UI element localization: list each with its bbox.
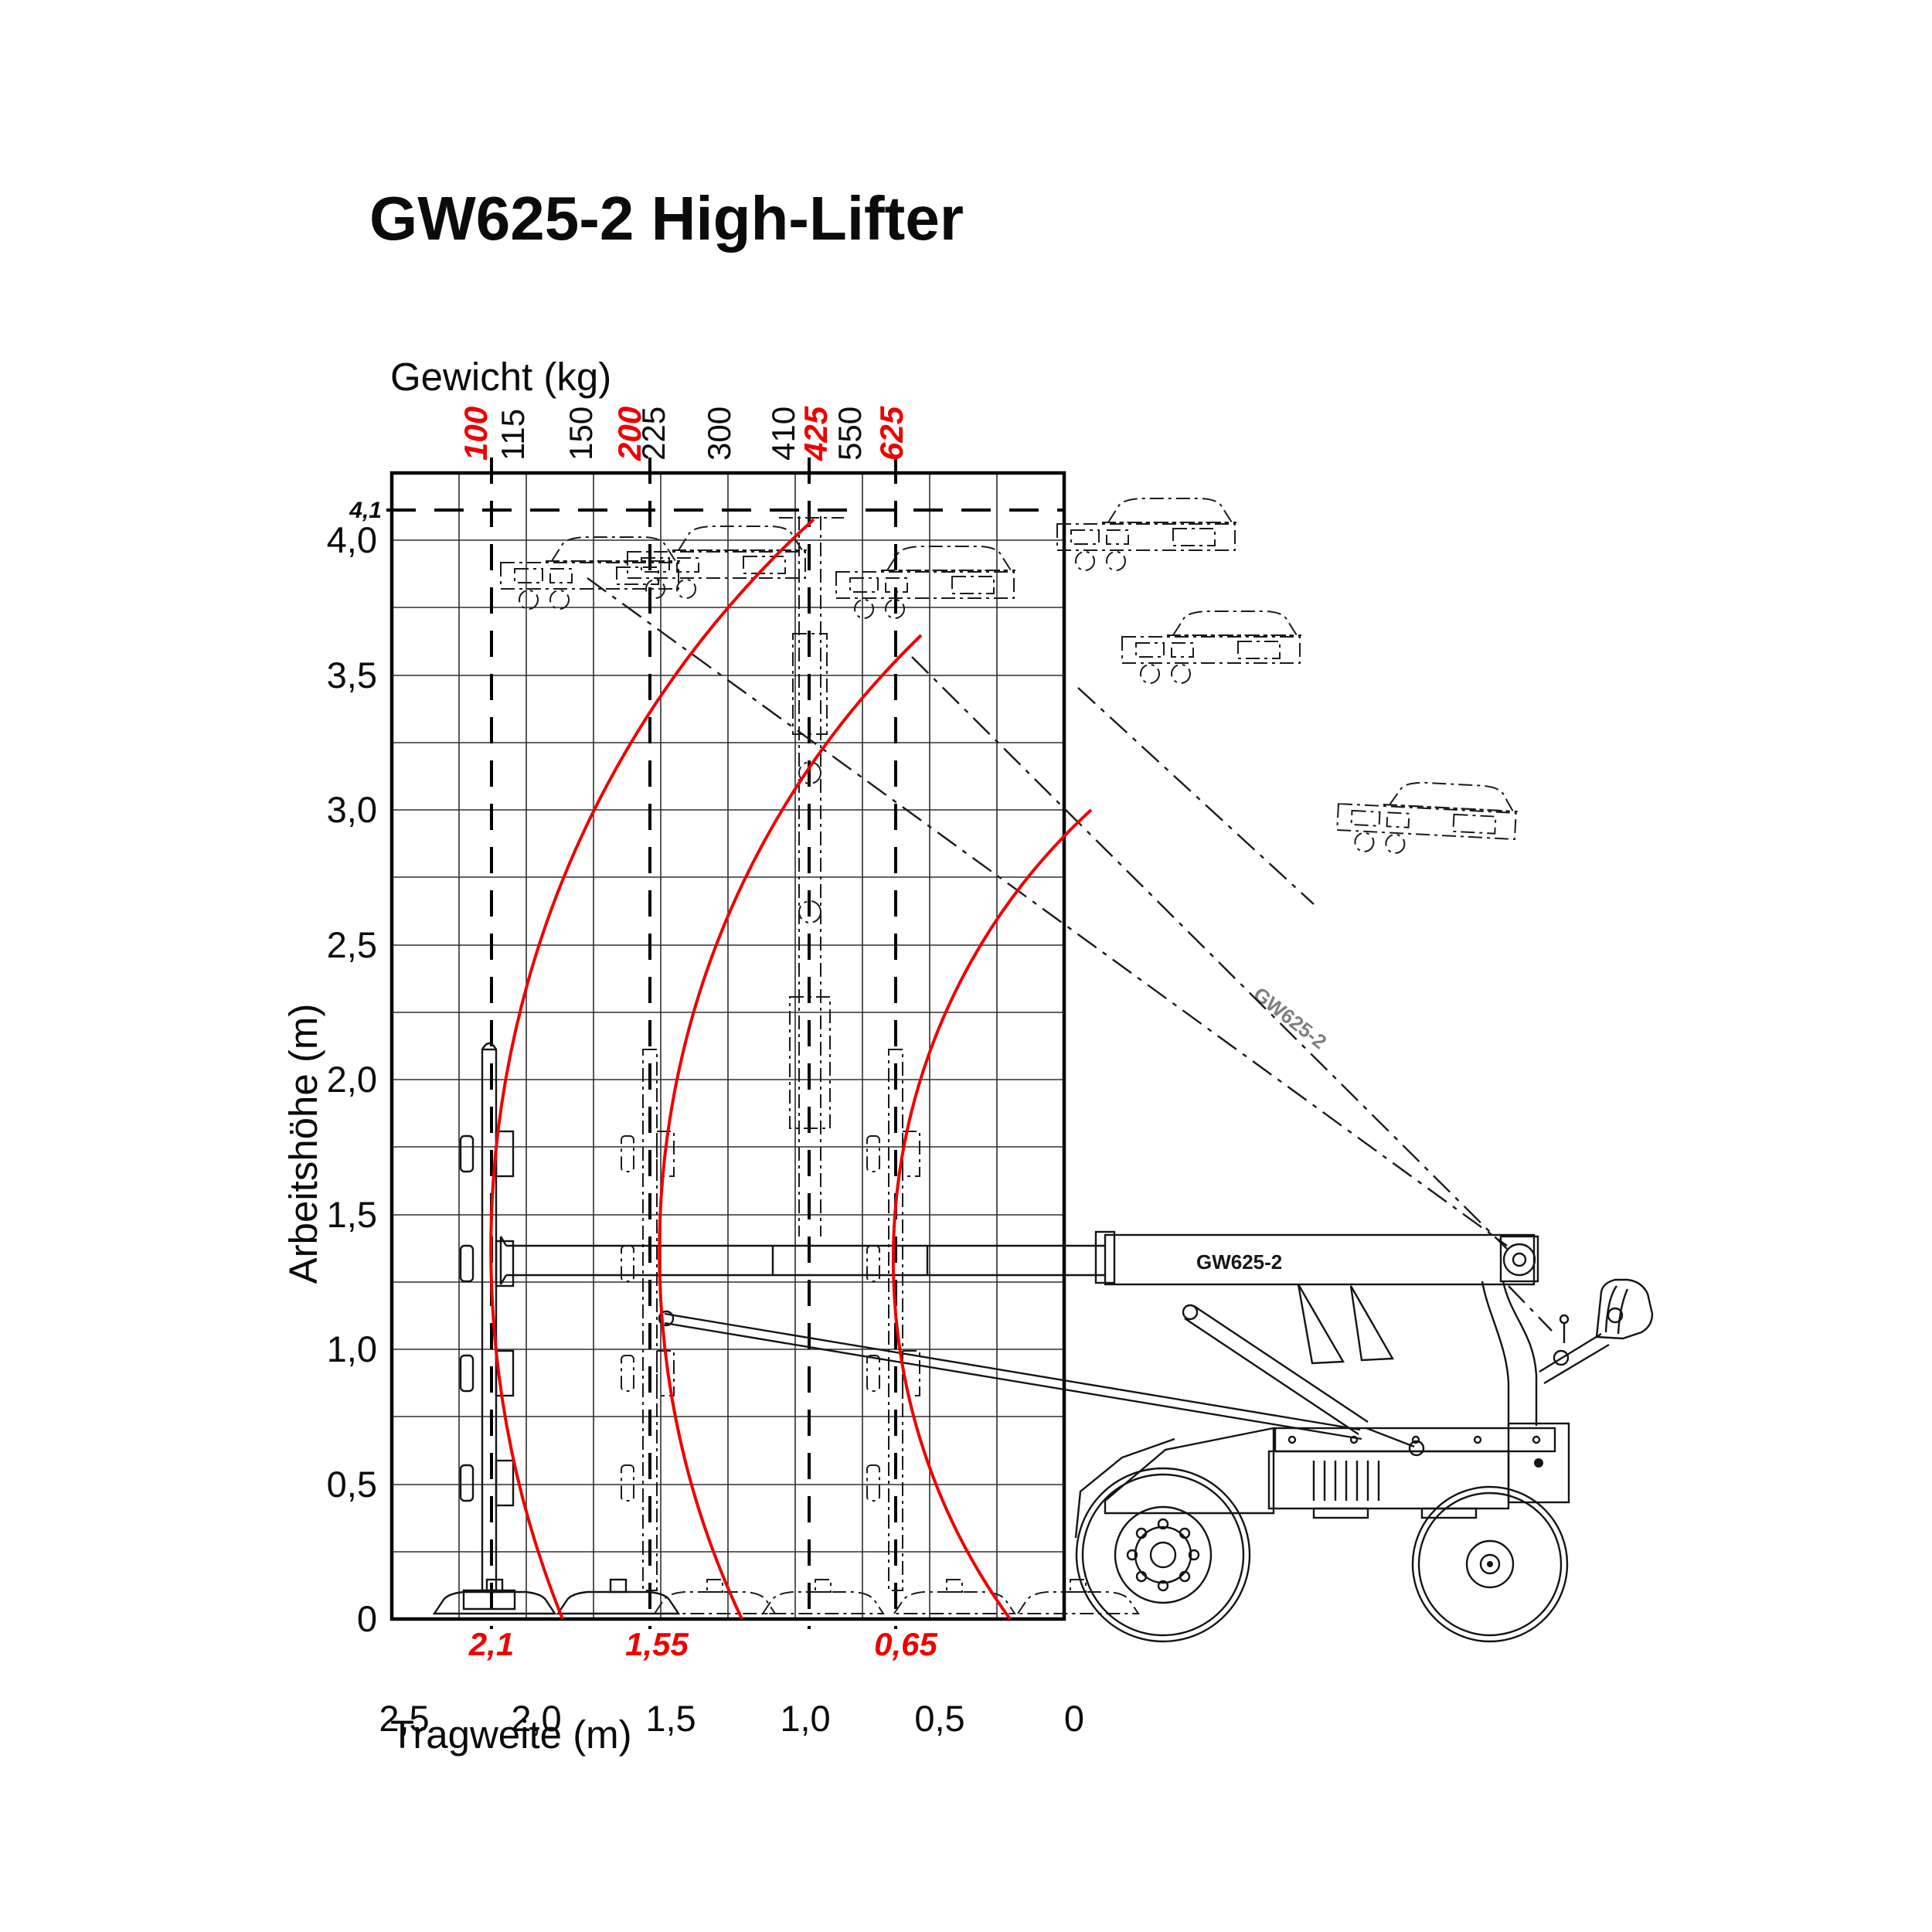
plot-frame [389, 471, 1066, 1621]
outreach-tick-15: 1,5 [645, 1698, 696, 1739]
outreach-tick-05: 0,5 [914, 1698, 964, 1739]
weight-axis-ticks: 100 115 150 200 225 300 410 425 550 625 [457, 406, 910, 461]
weight-tick-300: 300 [701, 406, 737, 461]
boom-model-label-phantom: GW625-2 [1249, 982, 1331, 1053]
height-tick-25: 2,5 [327, 924, 377, 965]
height-tick-10: 1,0 [327, 1328, 377, 1369]
weight-tick-150: 150 [563, 406, 599, 461]
height-tick-35: 3,5 [327, 655, 377, 696]
outreach-tick-20: 2,0 [511, 1698, 561, 1739]
raised-mast-phantom [779, 516, 844, 1236]
height-tick-05: 0,5 [327, 1464, 377, 1505]
glass-frame-phantom-065 [866, 1049, 1139, 1614]
red-mark-065: 0,65 [874, 1626, 937, 1662]
weight-axis-label: Gewicht (kg) [390, 355, 611, 399]
height-tick-20: 2,0 [327, 1059, 377, 1100]
outreach-axis-ticks: 2,5 2,0 1,5 1,0 0,5 0 [379, 1698, 1084, 1739]
rear-wheel [1411, 1485, 1569, 1643]
weight-tick-115: 115 [495, 409, 531, 461]
height-axis-ticks: 4,1 4,0 3,5 3,0 2,5 2,0 1,5 1,0 0,5 0 [327, 498, 382, 1639]
height-max-mark: 4,1 [349, 498, 382, 523]
front-wheel [1075, 1467, 1251, 1643]
page-title: GW625-2 High-Lifter [369, 184, 964, 253]
weight-tick-425: 425 [798, 406, 834, 461]
weight-tick-550: 550 [832, 406, 868, 461]
height-axis-label: Arbeitshöhe (m) [281, 1004, 325, 1284]
red-mark-155: 1,55 [625, 1626, 689, 1662]
weight-tick-410: 410 [765, 406, 801, 461]
outreach-red-marks: 2,1 1,55 0,65 [468, 1626, 938, 1662]
height-tick-15: 1,5 [327, 1194, 377, 1235]
outreach-axis-label: Tragweite (m) [390, 1713, 632, 1757]
weight-tick-200: 200 [611, 406, 648, 461]
glass-frame-solid [433, 1042, 680, 1615]
weight-tick-625: 625 [873, 406, 910, 461]
weight-tick-225: 225 [635, 406, 672, 461]
height-tick-30: 3,0 [327, 789, 377, 830]
outreach-tick-25: 2,5 [379, 1698, 429, 1739]
machine-drawing: GW625-2 GW625-2 [433, 498, 1654, 1643]
weight-tick-100: 100 [457, 406, 494, 461]
red-mark-21: 2,1 [468, 1626, 514, 1662]
outreach-tick-00: 0 [1064, 1698, 1084, 1739]
outreach-tick-10: 1,0 [780, 1698, 830, 1739]
height-tick-00: 0 [357, 1598, 377, 1639]
chassis [1074, 1235, 1654, 1539]
boom-path-curves [489, 518, 1093, 1621]
main-boom [499, 1230, 1536, 1457]
boom-model-label: GW625-2 [1196, 1250, 1282, 1274]
height-tick-40: 4,0 [327, 519, 377, 560]
